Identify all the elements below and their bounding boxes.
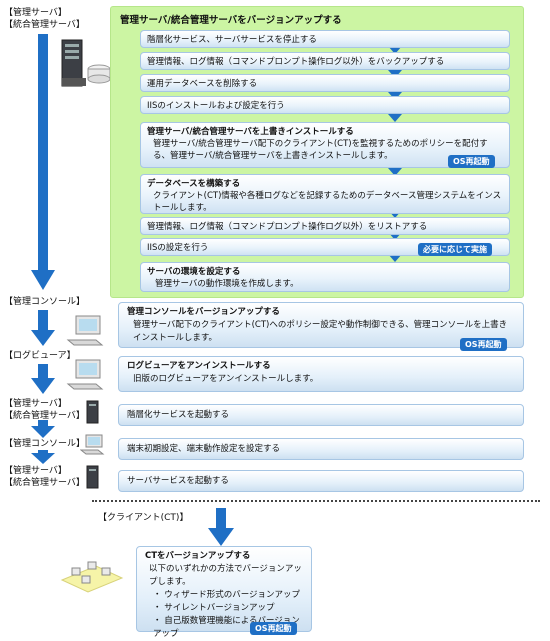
step-server-env-desc: 管理サーバの動作環境を作成します。 xyxy=(155,279,299,289)
step-stop-services-text: 階層化サービス、サーバサービスを停止する xyxy=(147,35,317,45)
terminal-settings-step: 端末初期設定、端末動作設定を設定する xyxy=(118,438,524,460)
step-delete-db-text: 運用データベースを削除する xyxy=(147,79,258,89)
terminal-settings-text: 端末初期設定、端末動作設定を設定する xyxy=(127,444,281,454)
os-restart-badge-3: OS再起動 xyxy=(250,622,297,635)
step-iis-config-text: IISの設定を行う xyxy=(147,243,209,253)
client-upgrade-title: CTをバージョンアップする xyxy=(145,551,251,561)
label-console-2: 【管理コンソール】 xyxy=(4,439,86,449)
client-method-1: ・ ウィザード形式のバージョンアップ xyxy=(153,590,301,600)
step-overwrite-install-title: 管理サーバ/統合管理サーバを上書きインストールする xyxy=(147,127,354,137)
start-tier-service-text: 階層化サービスを起動する xyxy=(127,410,230,420)
log-viewer-uninstall-desc: 旧版のログビューアをアンインストールします。 xyxy=(133,374,319,384)
console-upgrade-desc: 管理サーバ配下のクライアント(CT)へのポリシー設定や動作制御できる、管理コンソ… xyxy=(133,320,508,343)
console-pc-small-icon xyxy=(80,434,105,455)
label-log-viewer: 【ログビューア】 xyxy=(4,351,76,361)
console-pc-icon xyxy=(66,315,104,346)
arrow-shaft-log xyxy=(38,364,48,380)
step-overwrite-install-desc: 管理サーバ/統合管理サーバ配下のクライアント(CT)を監視するためのポリシーを配… xyxy=(153,139,488,161)
os-restart-badge-2: OS再起動 xyxy=(460,338,507,351)
step-delete-db: 運用データベースを削除する xyxy=(140,74,510,92)
disk-storage-icon xyxy=(87,64,111,84)
arrow-shaft-server2 xyxy=(38,420,48,428)
console-upgrade-title: 管理コンソールをバージョンアップする xyxy=(127,307,280,317)
server-small-icon-2 xyxy=(86,465,99,489)
arrow-shaft-console xyxy=(38,310,48,332)
client-upgrade-desc: 以下のいずれかの方法でバージョンアップします。 xyxy=(149,564,302,587)
label-console-1: 【管理コンソール】 xyxy=(4,297,86,307)
server-tower-icon xyxy=(61,39,86,87)
arrow-head-console2 xyxy=(31,453,55,464)
log-viewer-pc-icon xyxy=(66,359,104,390)
arrow-shaft-server xyxy=(38,34,48,271)
inner-arrow-5 xyxy=(388,168,402,176)
server-panel-title: 管理サーバ/統合管理サーバをバージョンアップする xyxy=(120,15,342,26)
step-server-env-title: サーバの環境を設定する xyxy=(147,267,241,277)
step-iis-install-text: IISのインストールおよび設定を行う xyxy=(147,101,285,111)
log-viewer-uninstall-title: ログビューアをアンインストールする xyxy=(127,361,271,371)
arrow-head-server2 xyxy=(31,426,55,438)
client-method-2: ・ サイレントバージョンアップ xyxy=(153,603,275,613)
step-iis-install: IISのインストールおよび設定を行う xyxy=(140,96,510,114)
client-separator xyxy=(92,500,540,502)
arrow-head-server xyxy=(31,270,55,290)
step-build-db: データベースを構築する クライアント(CT)情報や各種ログなどを記録するためのデ… xyxy=(140,174,510,214)
step-build-db-desc: クライアント(CT)情報や各種ログなどを記録するためのデータベース管理システムを… xyxy=(153,191,502,213)
console-upgrade-step: 管理コンソールをバージョンアップする 管理サーバ配下のクライアント(CT)へのポ… xyxy=(118,302,524,348)
step-stop-services: 階層化サービス、サーバサービスを停止する xyxy=(140,30,510,48)
inner-arrow-8 xyxy=(388,254,402,262)
step-server-env: サーバの環境を設定する 管理サーバの動作環境を作成します。 xyxy=(140,262,510,292)
label-server-1: 【管理サーバ】 【統合管理サーバ】 xyxy=(4,8,85,30)
arrow-shaft-console2 xyxy=(38,450,48,455)
step-restore-info: 管理情報、ログ情報（コマンドプロンプト操作ログ以外）をリストアする xyxy=(140,217,510,235)
start-server-service-text: サーバサービスを起動する xyxy=(127,476,229,486)
start-tier-service-step: 階層化サービスを起動する xyxy=(118,404,524,426)
left-flow-arrows xyxy=(31,34,55,464)
label-server-3: 【管理サーバ】 【統合管理サーバ】 xyxy=(4,466,85,488)
step-restore-info-text: 管理情報、ログ情報（コマンドプロンプト操作ログ以外）をリストアする xyxy=(147,222,428,232)
client-network-icon xyxy=(60,561,124,593)
server-small-icon xyxy=(86,400,99,424)
inner-arrow-4 xyxy=(388,114,402,122)
step-build-db-title: データベースを構築する xyxy=(147,179,241,189)
label-client: 【クライアント(CT)】 xyxy=(98,513,189,523)
arrow-head-log xyxy=(31,378,55,394)
optional-badge: 必要に応じて実施 xyxy=(418,243,492,256)
log-viewer-uninstall-step: ログビューアをアンインストールする 旧版のログビューアをアンインストールします。 xyxy=(118,356,524,392)
arrow-head-console xyxy=(31,330,55,346)
client-upgrade-step: CTをバージョンアップする 以下のいずれかの方法でバージョンアップします。 ・ … xyxy=(136,546,312,639)
os-restart-badge-1: OS再起動 xyxy=(448,155,495,168)
step-backup-info-text: 管理情報、ログ情報（コマンドプロンプト操作ログ以外）をバックアップする xyxy=(147,57,445,67)
step-backup-info: 管理情報、ログ情報（コマンドプロンプト操作ログ以外）をバックアップする xyxy=(140,52,510,70)
step-iis-config: IISの設定を行う xyxy=(140,238,510,256)
client-down-arrow xyxy=(208,508,234,546)
client-method-3: ・ 自己版数管理機能によるバージョンアップ xyxy=(153,616,300,639)
label-server-2: 【管理サーバ】 【統合管理サーバ】 xyxy=(4,399,85,421)
start-server-service-step: サーバサービスを起動する xyxy=(118,470,524,492)
